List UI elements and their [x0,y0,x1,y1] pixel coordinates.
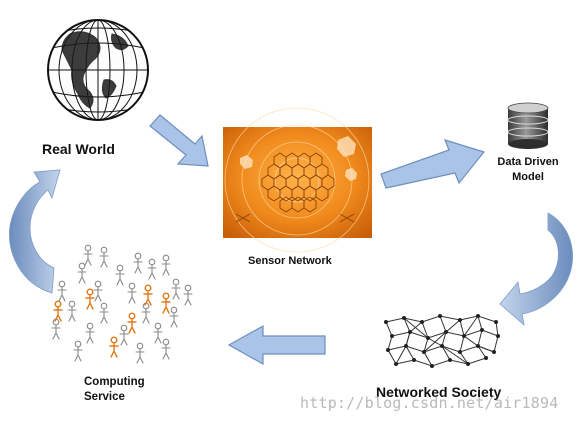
computing-service-label: Computing Service [84,375,145,405]
data-driven-model-label: Data Driven Model [480,155,576,185]
network-graph-nodes [384,314,500,368]
data-driven-model-line2: Model [512,171,544,183]
networked-society-label: Networked Society [376,384,502,400]
computing-service-line2: Service [84,391,125,403]
arrow-globe-to-sensor [149,114,209,167]
real-world-label: Real World [42,141,115,157]
database-icon [507,102,549,149]
arrow-network-to-computing [227,324,326,366]
computing-service-line1: Computing [84,376,145,388]
sensor-network-label: Sensor Network [248,255,332,267]
curved-arrow-computing-to-globe [8,169,61,294]
globe-icon [47,19,149,121]
sensor-network-image [223,107,372,253]
watermark-url: http://blog.csdn.net/air1894 [300,394,559,412]
curved-arrow-datamodel-to-network [499,212,573,327]
data-driven-model-line1: Data Driven [497,156,559,168]
arrow-sensor-to-datamodel [380,139,486,189]
people-crowd-icon [51,244,193,364]
network-graph-icon [385,315,499,367]
